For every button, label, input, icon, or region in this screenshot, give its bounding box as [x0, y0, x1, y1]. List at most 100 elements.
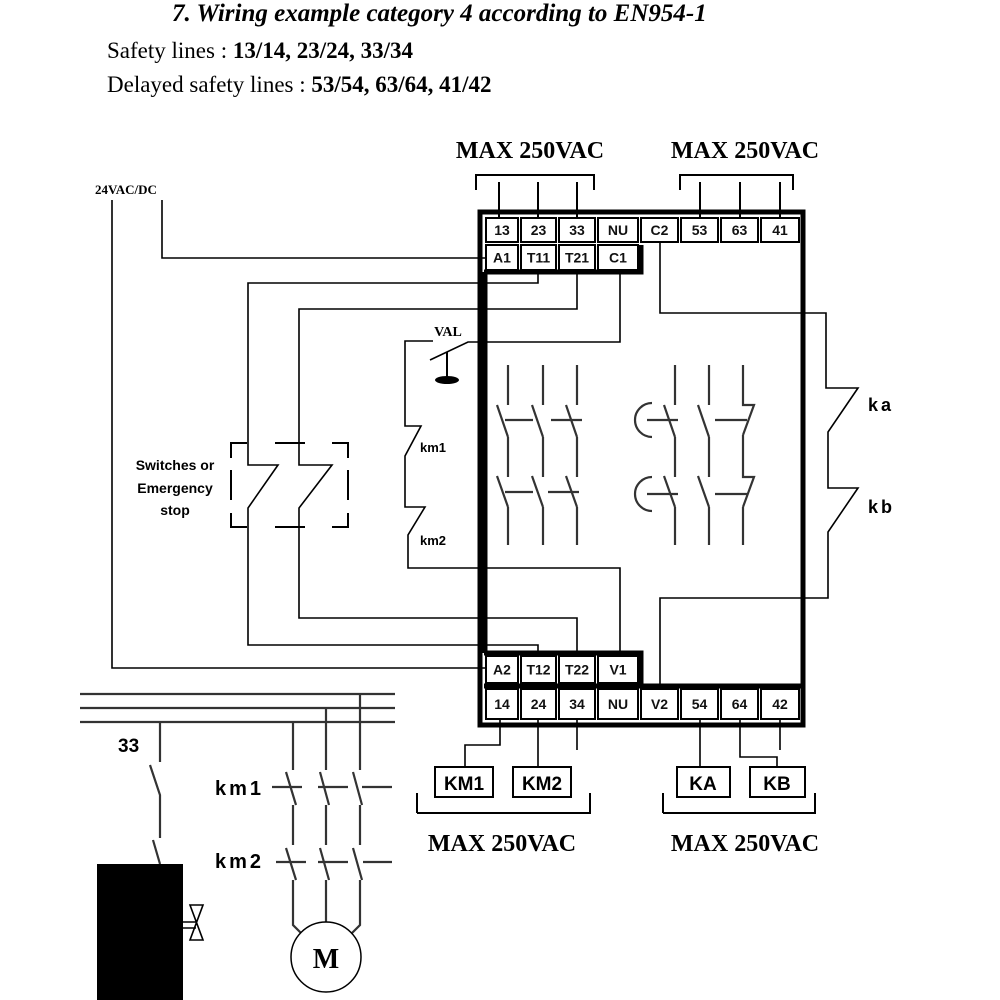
- delayed-safety-lines-text: Delayed safety lines : 53/54, 63/64, 41/…: [107, 72, 492, 98]
- terminal-v1[interactable]: V1: [597, 655, 639, 684]
- terminal-41[interactable]: 41: [760, 217, 800, 243]
- terminal-label: T12: [526, 662, 550, 678]
- wire-channel-2: [298, 270, 578, 655]
- terminal-34[interactable]: 34: [558, 688, 596, 720]
- km2-power-label: km2: [215, 851, 264, 873]
- wire-feedback-loop: [404, 270, 621, 655]
- ka-label: ka: [868, 395, 894, 415]
- wire-ka-kb: [659, 242, 860, 688]
- terminal-24[interactable]: 24: [520, 688, 557, 720]
- load-ka: KA: [676, 766, 731, 798]
- terminal-label: 41: [772, 222, 788, 238]
- terminal-label: T22: [565, 662, 589, 678]
- terminal-c1[interactable]: C1: [597, 244, 639, 271]
- terminal-label: NU: [608, 222, 628, 238]
- safety-relay-module: [477, 209, 806, 728]
- terminal-13[interactable]: 13: [485, 217, 519, 243]
- motor-contactors: [272, 694, 392, 936]
- bracket-top-right: [679, 174, 794, 218]
- terminal-label: V2: [651, 696, 668, 712]
- load-kb-label: KB: [763, 774, 790, 795]
- load-km2-label: KM2: [522, 774, 562, 795]
- terminal-a2[interactable]: A2: [485, 655, 519, 684]
- internal-contacts-instant: [495, 365, 582, 545]
- machine-block: [97, 864, 183, 1000]
- safety-lines-label: Safety lines :: [107, 38, 233, 63]
- val-label: VAL: [434, 325, 462, 340]
- terminal-v2[interactable]: V2: [640, 688, 679, 720]
- km1-feedback-label: km1: [420, 440, 446, 455]
- motor-icon: [290, 921, 362, 993]
- terminal-63[interactable]: 63: [720, 217, 759, 243]
- terminal-33[interactable]: 33: [558, 217, 596, 243]
- switch-label-line3: stop: [160, 502, 190, 518]
- motor-label: M: [313, 944, 339, 975]
- terminal-label: C2: [651, 222, 669, 238]
- terminal-64[interactable]: 64: [720, 688, 759, 720]
- module-inner-frame: [482, 245, 801, 689]
- terminal-a1[interactable]: A1: [485, 244, 519, 271]
- terminal-label: 13: [494, 222, 510, 238]
- terminal-label: 14: [494, 696, 510, 712]
- terminal-t22[interactable]: T22: [558, 655, 596, 684]
- terminal-nu[interactable]: NU: [597, 688, 639, 720]
- terminal-label: V1: [609, 662, 626, 678]
- safety-lines-values: 13/14, 23/24, 33/34: [232, 38, 414, 63]
- page-title: 7. Wiring example category 4 according t…: [172, 0, 707, 27]
- terminal-label: 54: [692, 696, 708, 712]
- emergency-stop-switch[interactable]: [230, 442, 349, 528]
- terminal-54[interactable]: 54: [680, 688, 719, 720]
- max-label-top-left: MAX 250VAC: [456, 138, 604, 164]
- internal-contacts-delayed: [633, 365, 756, 545]
- val-pushbutton-icon[interactable]: [435, 376, 459, 384]
- max-label-top-right: MAX 250VAC: [671, 138, 819, 164]
- terminal-t21[interactable]: T21: [558, 244, 596, 271]
- terminal-t12[interactable]: T12: [520, 655, 557, 684]
- terminal-label: 23: [531, 222, 547, 238]
- contact-33: [148, 722, 162, 865]
- wire-supply-a1: [161, 200, 486, 259]
- terminal-label: 24: [531, 696, 547, 712]
- supply-label: 24VAC/DC: [95, 182, 157, 197]
- delayed-lines-values: 53/54, 63/64, 41/42: [311, 72, 492, 97]
- contact-33-label: 33: [118, 736, 139, 757]
- terminal-c2[interactable]: C2: [640, 217, 679, 243]
- terminal-53[interactable]: 53: [680, 217, 719, 243]
- wire-supply-a2: [111, 200, 486, 669]
- max-label-bottom-right: MAX 250VAC: [671, 831, 819, 857]
- switch-label-line1: Switches or: [136, 457, 215, 473]
- terminal-label: 34: [569, 696, 585, 712]
- terminal-row-top-inputs: A1 T11 T21 C1: [485, 244, 639, 271]
- delayed-lines-label: Delayed safety lines :: [107, 72, 312, 97]
- valve-icon: [183, 904, 205, 941]
- terminal-label: A2: [493, 662, 511, 678]
- terminal-label: A1: [493, 250, 511, 266]
- km1-power-label: km1: [215, 778, 264, 800]
- km2-feedback-label: km2: [420, 533, 446, 548]
- terminal-row-top-outputs: 13 23 33 NU C2 53 63 41: [485, 217, 800, 243]
- kb-label: kb: [868, 497, 895, 517]
- wire-outputs: [464, 720, 781, 767]
- safety-lines-text: Safety lines : 13/14, 23/24, 33/34: [107, 38, 413, 64]
- terminal-nu[interactable]: NU: [597, 217, 639, 243]
- terminal-label: 63: [732, 222, 748, 238]
- terminal-label: T11: [527, 250, 551, 266]
- terminal-t11[interactable]: T11: [520, 244, 557, 271]
- load-ka-label: KA: [689, 774, 717, 795]
- terminal-label: 64: [732, 696, 748, 712]
- terminal-14[interactable]: 14: [485, 688, 519, 720]
- terminal-row-bottom-outputs: 14 24 34 NU V2 54 64 42: [485, 688, 800, 720]
- terminal-label: T21: [565, 250, 589, 266]
- wire-channel-1: [247, 270, 539, 655]
- terminal-42[interactable]: 42: [760, 688, 800, 720]
- load-kb: KB: [749, 766, 806, 798]
- load-km2: KM2: [512, 766, 572, 798]
- switch-label-line2: Emergency: [137, 480, 213, 496]
- terminal-23[interactable]: 23: [520, 217, 557, 243]
- max-label-bottom-left: MAX 250VAC: [428, 831, 576, 857]
- power-bus-lines: [80, 692, 395, 724]
- terminal-label: 53: [692, 222, 708, 238]
- terminal-label: 42: [772, 696, 788, 712]
